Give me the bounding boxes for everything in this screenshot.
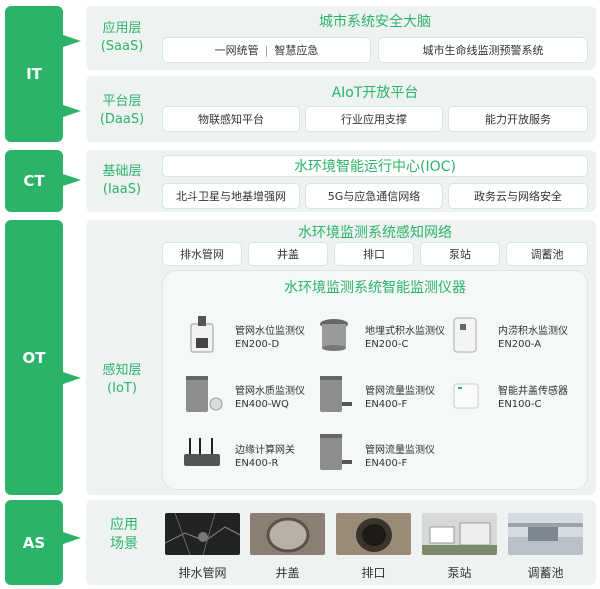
sidebar-as-label: AS [22, 533, 46, 552]
device-manhole-sensor: 智能井盖传感器 EN100-C [498, 385, 568, 411]
iaas-chip-gov-cloud: 政务云与网络安全 [448, 183, 588, 209]
device-flow-meter-2-name: 管网流量监测仪 [365, 445, 435, 456]
flow-meter-icon [320, 376, 352, 412]
arrow-iot [63, 372, 81, 384]
as-label: 应用 场景 [100, 516, 148, 554]
as-label-line2: 场景 [110, 536, 138, 552]
arrow-daas [63, 105, 81, 117]
iot-label-line2: (IoT) [107, 381, 137, 396]
device-flow-meter-1: 管网流量监测仪 EN400-F [365, 385, 435, 411]
waterlogging-sensor-icon [453, 317, 477, 353]
scene-caption-drainage: 排水管网 [178, 566, 227, 580]
device-buried-water-code: EN200-C [365, 339, 409, 350]
saas-title: 城市系统安全大脑 [319, 14, 431, 30]
daas-title: AIoT开放平台 [331, 85, 419, 101]
instrument-title: 水环境监测系统智能监测仪器 [284, 280, 466, 296]
saas-label: 应用层 (SaaS) [92, 20, 152, 56]
saas-label-line1: 应用层 [102, 21, 142, 36]
scene-caption-outfall: 排口 [361, 566, 386, 580]
scene-photo-outfall [336, 513, 411, 555]
iot-title: 水环境监测系统感知网络 [298, 225, 452, 241]
daas-chip-open-service: 能力开放服务 [448, 106, 588, 132]
water-quality-sensor-icon [186, 376, 223, 412]
scene-caption-reservoir: 调蓄池 [527, 566, 564, 580]
water-level-sensor-icon [190, 316, 214, 353]
device-edge-gateway-code: EN400-R [235, 458, 279, 469]
sidebar-ct-label: CT [23, 172, 45, 190]
device-water-level: 管网水位监测仪 EN200-D [235, 325, 305, 351]
chip-separator: | [264, 43, 269, 57]
scene-photo-reservoir [508, 513, 583, 555]
sidebar-as: AS [5, 500, 63, 585]
device-water-quality-name: 管网水质监测仪 [235, 386, 305, 397]
instrument-panel [162, 270, 588, 490]
buried-water-sensor-icon [320, 319, 348, 351]
saas-chip-right: 城市生命线监测预警系统 [378, 37, 588, 63]
daas-label: 平台层 (DaaS) [92, 93, 152, 129]
arrow-saas [63, 35, 81, 47]
sidebar-ct: CT [5, 150, 63, 212]
scene-photo-manhole [250, 513, 325, 555]
daas-chip-industry-support: 行业应用支撑 [305, 106, 443, 132]
iaas-label-line2: (IaaS) [102, 182, 142, 197]
device-manhole-sensor-name: 智能井盖传感器 [498, 386, 568, 397]
device-waterlogging-name: 内涝积水监测仪 [498, 326, 568, 337]
iaas-title: 水环境智能运行中心(IOC) [294, 159, 456, 175]
device-flow-meter-2: 管网流量监测仪 EN400-F [365, 444, 435, 470]
scene-photo-drainage [165, 513, 240, 555]
sidebar-ot-label: OT [22, 348, 46, 367]
sidebar-it: IT [5, 6, 63, 142]
chip-smart-emergency: 智慧应急 [274, 44, 319, 57]
iot-chip-manhole: 井盖 [248, 242, 328, 266]
iot-chip-outfall: 排口 [334, 242, 414, 266]
scene-caption-manhole: 井盖 [275, 566, 300, 580]
iaas-chip-beidou: 北斗卫星与地基增强网 [162, 183, 300, 209]
device-water-quality: 管网水质监测仪 EN400-WQ [235, 385, 305, 411]
iaas-label-line1: 基础层 [102, 164, 142, 179]
manhole-sensor-icon [453, 383, 479, 409]
iot-label: 感知层 (IoT) [92, 362, 152, 398]
arrow-as [63, 532, 81, 544]
iaas-title-box: 水环境智能运行中心(IOC) [162, 155, 588, 177]
device-water-quality-code: EN400-WQ [235, 399, 289, 410]
iot-chip-reservoir: 调蓄池 [506, 242, 588, 266]
iot-chip-pump: 泵站 [420, 242, 500, 266]
device-edge-gateway: 边缘计算网关 EN400-R [235, 444, 295, 470]
sidebar-ot: OT [5, 220, 63, 495]
scene-caption-pump-station: 泵站 [447, 566, 472, 580]
device-buried-water-name: 地埋式积水监测仪 [365, 326, 445, 337]
iot-label-line1: 感知层 [102, 363, 142, 378]
arrow-iaas [63, 174, 81, 186]
saas-chip-left: 一网统管 | 智慧应急 [162, 37, 371, 63]
device-manhole-sensor-code: EN100-C [498, 399, 542, 410]
iaas-chip-5g: 5G与应急通信网络 [305, 183, 443, 209]
chip-one-network: 一网统管 [214, 44, 259, 57]
iot-chip-drainage: 排水管网 [162, 242, 242, 266]
saas-label-line2: (SaaS) [100, 39, 144, 54]
device-flow-meter-1-code: EN400-F [365, 399, 408, 410]
device-waterlogging: 内涝积水监测仪 EN200-A [498, 325, 568, 351]
daas-label-line2: (DaaS) [99, 112, 145, 127]
as-label-line1: 应用 [110, 517, 138, 533]
daas-chip-iot-platform: 物联感知平台 [162, 106, 300, 132]
device-edge-gateway-name: 边缘计算网关 [235, 445, 295, 456]
edge-gateway-icon [184, 438, 220, 466]
device-water-level-name: 管网水位监测仪 [235, 326, 305, 337]
sidebar-it-label: IT [26, 65, 42, 83]
device-buried-water: 地埋式积水监测仪 EN200-C [365, 325, 445, 351]
scene-photo-pump-station [422, 513, 497, 555]
device-waterlogging-code: EN200-A [498, 339, 542, 350]
daas-label-line1: 平台层 [102, 94, 142, 109]
device-water-level-code: EN200-D [235, 339, 280, 350]
flow-meter-icon [320, 434, 352, 470]
device-flow-meter-1-name: 管网流量监测仪 [365, 386, 435, 397]
device-flow-meter-2-code: EN400-F [365, 458, 408, 469]
iaas-label: 基础层 (IaaS) [92, 163, 152, 199]
